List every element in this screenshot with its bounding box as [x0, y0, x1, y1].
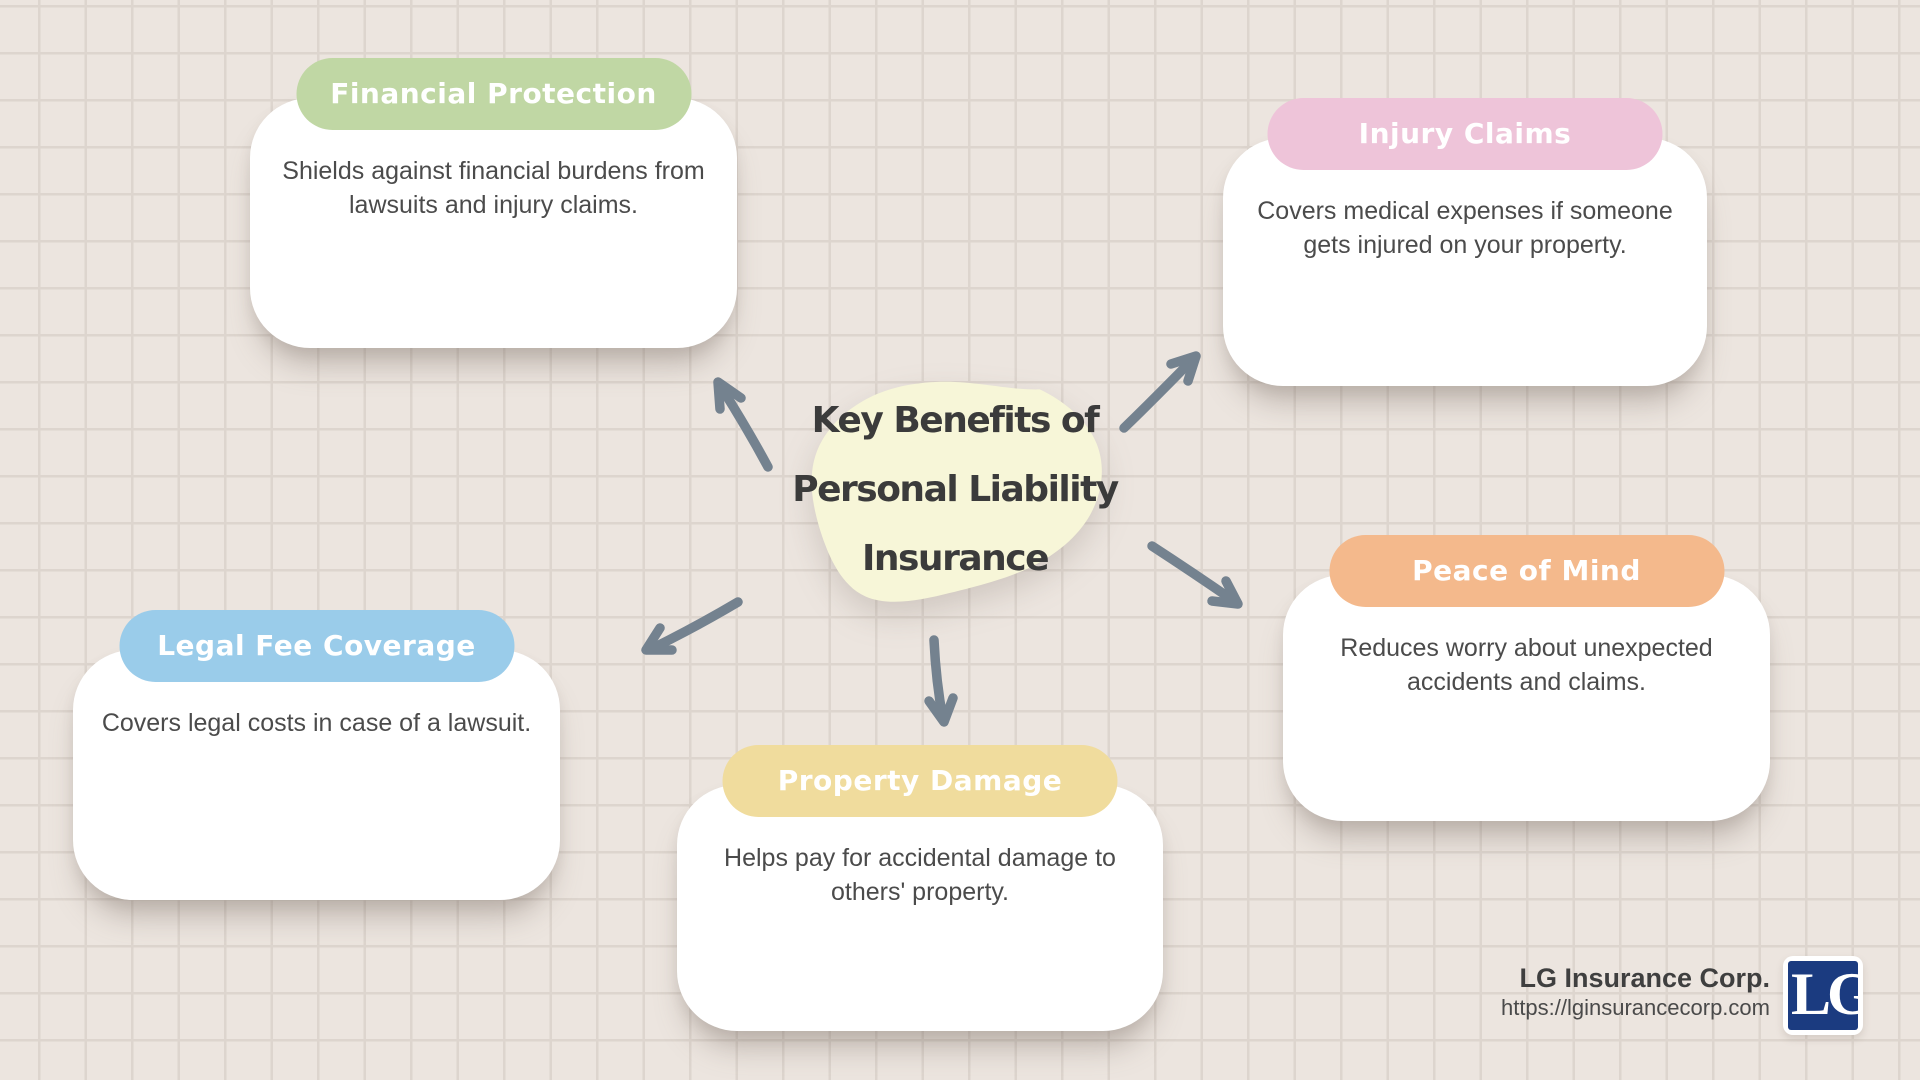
card-peace-of-mind: Peace of Mind Reduces worry about unexpe…: [1283, 535, 1770, 821]
card-text-line: accidents and claims.: [1406, 668, 1646, 696]
page-title: Key Benefits of Personal Liability Insur…: [755, 386, 1155, 593]
card-text-line: Covers medical expenses if someone: [1257, 197, 1673, 225]
card-financial-protection: Financial Protection Shields against fin…: [250, 58, 737, 348]
card-text-property-damage: Helps pay for accidental damage to other…: [677, 785, 1163, 909]
page-title-line: Key Benefits of: [811, 400, 1100, 441]
card-header-peace-of-mind: Peace of Mind: [1329, 535, 1724, 607]
card-header-financial-protection: Financial Protection: [296, 58, 691, 130]
card-text-line: Helps pay for accidental damage to: [724, 844, 1116, 872]
card-text-line: Covers legal costs in case of a lawsuit.: [101, 709, 532, 737]
card-header-property-damage: Property Damage: [722, 745, 1118, 817]
lg-logo: LG: [1783, 956, 1863, 1035]
brand-company-name: LG Insurance Corp.: [1519, 963, 1770, 993]
card-header-injury-claims: Injury Claims: [1267, 98, 1663, 170]
page-title-line: Personal Liability: [792, 469, 1119, 510]
page-title-line: Insurance: [861, 538, 1050, 579]
card-legal-fee-coverage: Legal Fee Coverage Covers legal costs in…: [73, 610, 560, 900]
card-injury-claims: Injury Claims Covers medical expenses if…: [1223, 98, 1707, 386]
arrow-to-property-damage: [924, 635, 958, 727]
arrow-to-peace-of-mind: [1147, 541, 1243, 609]
card-property-damage: Property Damage Helps pay for accidental…: [677, 745, 1163, 1031]
card-text-line: Shields against financial burdens from: [282, 157, 705, 185]
card-header-legal-fee-coverage: Legal Fee Coverage: [119, 610, 514, 682]
center-blob-shape: [765, 322, 1147, 637]
brand-website-url: https://lginsurancecorp.com: [1500, 995, 1770, 1020]
lg-logo-monogram: LG: [1788, 961, 1858, 1030]
card-text-line: gets injured on your property.: [1303, 231, 1627, 259]
card-text-injury-claims: Covers medical expenses if someone gets …: [1223, 138, 1707, 262]
card-text-peace-of-mind: Reduces worry about unexpected accidents…: [1283, 575, 1770, 699]
card-text-line: lawsuits and injury claims.: [349, 191, 638, 219]
card-text-line: Reduces worry about unexpected: [1340, 634, 1713, 662]
brand-block: LG Insurance Corp. https://lginsuranceco…: [1501, 962, 1770, 1022]
card-text-legal-fee-coverage: Covers legal costs in case of a lawsuit.: [73, 650, 560, 740]
blob-path: [811, 381, 1102, 602]
arrow-to-legal-fee-coverage: [641, 597, 743, 655]
card-text-line: others' property.: [830, 878, 1009, 906]
card-text-financial-protection: Shields against financial burdens from l…: [250, 98, 737, 222]
blob-svg: [811, 381, 1102, 602]
